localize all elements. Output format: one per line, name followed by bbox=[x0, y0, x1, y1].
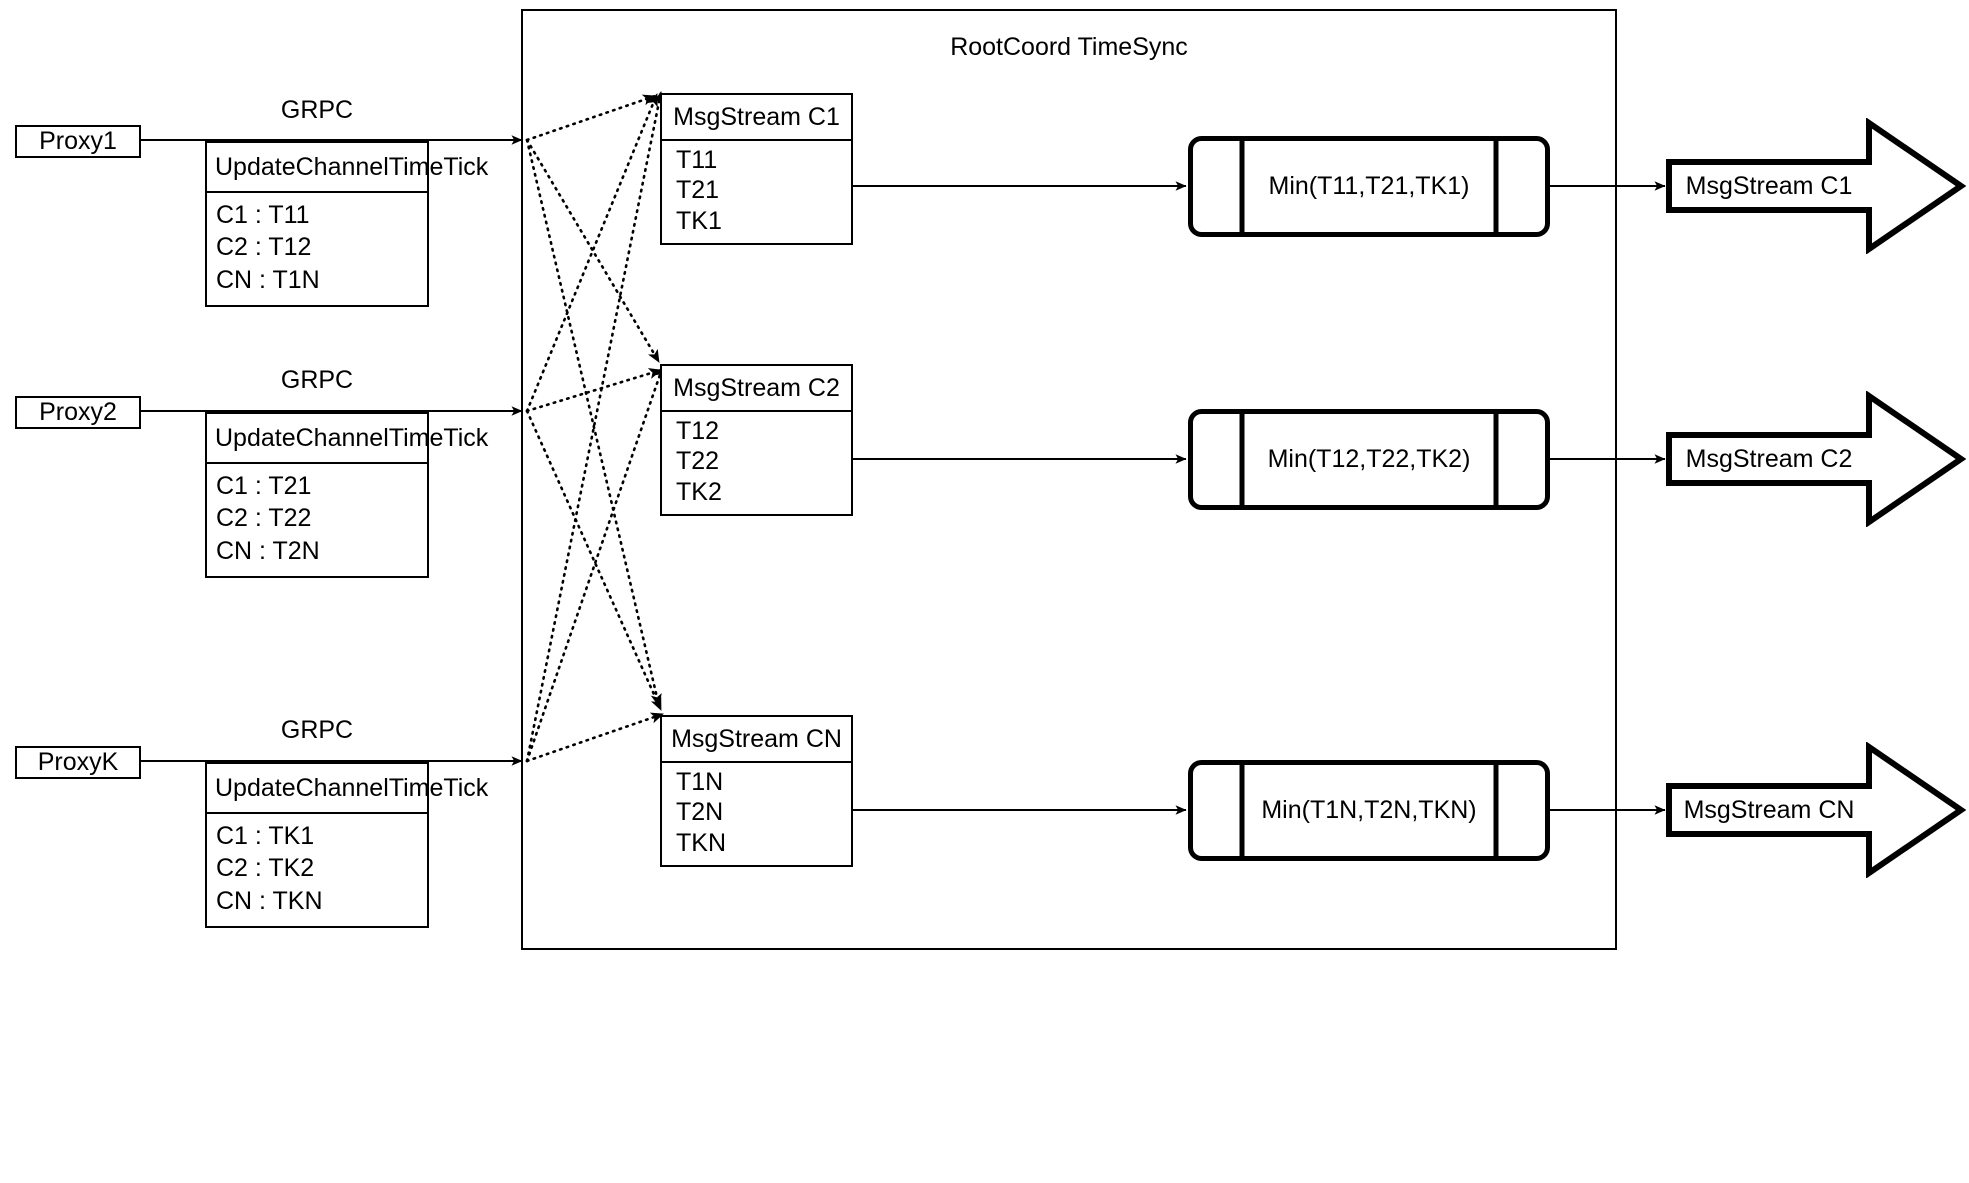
uct-row: C2 : T12 bbox=[216, 233, 312, 262]
proxy-label: ProxyK bbox=[37, 748, 119, 776]
uct-row: C2 : TK2 bbox=[216, 854, 315, 883]
msgstream-row: T11 bbox=[676, 145, 718, 174]
fanout-p1-c1 bbox=[525, 94, 657, 142]
output-block-arrow-c1[interactable]: MsgStream C1 bbox=[1666, 117, 1967, 255]
msgstream-row: T1N bbox=[676, 767, 724, 796]
rootcoord-timesync-container bbox=[521, 9, 1617, 950]
uct-title-2: UpdateChannelTimeTick bbox=[207, 414, 488, 464]
msgstream-title-c2: MsgStream C2 bbox=[662, 366, 851, 412]
proxy-box-2[interactable]: Proxy2 bbox=[15, 396, 141, 429]
msgstream-row: TK2 bbox=[676, 478, 722, 507]
right-block-arrow-icon bbox=[1666, 117, 1967, 255]
proxy-label: Proxy1 bbox=[39, 127, 117, 155]
min-process-shape-icon bbox=[1188, 760, 1550, 861]
update-channel-timetick-table-2[interactable]: UpdateChannelTimeTick C1 : T21 C2 : T22 … bbox=[205, 412, 488, 578]
uct-row: CN : T1N bbox=[216, 266, 320, 295]
msgstream-table-c1[interactable]: MsgStream C1 T11 T21 TK1 bbox=[660, 93, 853, 245]
grpc-label-1: GRPC bbox=[280, 96, 354, 124]
msgstream-row: T21 bbox=[676, 176, 720, 205]
fanout-p2-c1 bbox=[525, 92, 659, 413]
msgstream-table-cn[interactable]: MsgStream CN T1N T2N TKN bbox=[660, 715, 853, 867]
uct-row: C1 : TK1 bbox=[216, 821, 315, 850]
uct-rows-k: C1 : TK1 C2 : TK2 CN : TKN bbox=[207, 814, 427, 926]
grpc-connector-group bbox=[140, 135, 523, 766]
timetick-fanout-group bbox=[525, 90, 665, 763]
msgstream-row: T22 bbox=[676, 447, 720, 476]
min-process-c2[interactable]: Min(T12,T22,TK2) bbox=[1188, 409, 1550, 510]
output-block-arrow-cn[interactable]: MsgStream CN bbox=[1666, 741, 1967, 879]
proxy-box-1[interactable]: Proxy1 bbox=[15, 125, 141, 158]
update-channel-timetick-table-1[interactable]: UpdateChannelTimeTick C1 : T11 C2 : T12 … bbox=[205, 141, 488, 307]
uct-row: C1 : T21 bbox=[216, 471, 312, 500]
uct-title-k: UpdateChannelTimeTick bbox=[207, 764, 488, 814]
uct-rows-2: C1 : T21 C2 : T22 CN : T2N bbox=[207, 464, 427, 576]
grpc-label-k: GRPC bbox=[280, 716, 354, 744]
uct-row: CN : TKN bbox=[216, 887, 323, 916]
output-block-arrow-c2[interactable]: MsgStream C2 bbox=[1666, 390, 1967, 528]
update-channel-timetick-table-k[interactable]: UpdateChannelTimeTick C1 : TK1 C2 : TK2 … bbox=[205, 762, 488, 928]
fanout-p2-c2 bbox=[525, 368, 663, 413]
fanout-p1-cn bbox=[525, 138, 662, 708]
fanout-p2-cn bbox=[525, 409, 663, 712]
fanout-p1-c2 bbox=[525, 138, 661, 364]
right-block-arrow-icon bbox=[1666, 741, 1967, 879]
uct-row: CN : T2N bbox=[216, 537, 320, 566]
fanout-pk-c1 bbox=[525, 90, 665, 763]
msgstream-rows-c1: T11 T21 TK1 bbox=[662, 141, 851, 243]
uct-row: C2 : T22 bbox=[216, 504, 312, 533]
msgstream-title-cn: MsgStream CN bbox=[662, 717, 851, 763]
min-process-shape-icon bbox=[1188, 136, 1550, 237]
msgstream-rows-c2: T12 T22 TK2 bbox=[662, 412, 851, 514]
proxy-box-k[interactable]: ProxyK bbox=[15, 746, 141, 779]
msgstream-row: TKN bbox=[676, 829, 726, 858]
rootcoord-timesync-title: RootCoord TimeSync bbox=[950, 33, 1188, 61]
min-process-cn[interactable]: Min(T1N,T2N,TKN) bbox=[1188, 760, 1550, 861]
min-process-shape-icon bbox=[1188, 409, 1550, 510]
msgstream-row: TK1 bbox=[676, 207, 722, 236]
fanout-pk-c2 bbox=[525, 364, 665, 763]
msgstream-to-min-group bbox=[853, 181, 1187, 815]
right-block-arrow-icon bbox=[1666, 390, 1967, 528]
uct-title-1: UpdateChannelTimeTick bbox=[207, 143, 488, 193]
min-process-c1[interactable]: Min(T11,T21,TK1) bbox=[1188, 136, 1550, 237]
fanout-pk-cn bbox=[525, 712, 665, 763]
msgstream-rows-cn: T1N T2N TKN bbox=[662, 763, 851, 865]
msgstream-table-c2[interactable]: MsgStream C2 T12 T22 TK2 bbox=[660, 364, 853, 516]
msgstream-title-c1: MsgStream C1 bbox=[662, 95, 851, 141]
grpc-label-2: GRPC bbox=[280, 366, 354, 394]
proxy-label: Proxy2 bbox=[39, 398, 117, 426]
msgstream-row: T2N bbox=[676, 798, 724, 827]
uct-rows-1: C1 : T11 C2 : T12 CN : T1N bbox=[207, 193, 427, 305]
uct-row: C1 : T11 bbox=[216, 200, 310, 229]
msgstream-row: T12 bbox=[676, 416, 720, 445]
